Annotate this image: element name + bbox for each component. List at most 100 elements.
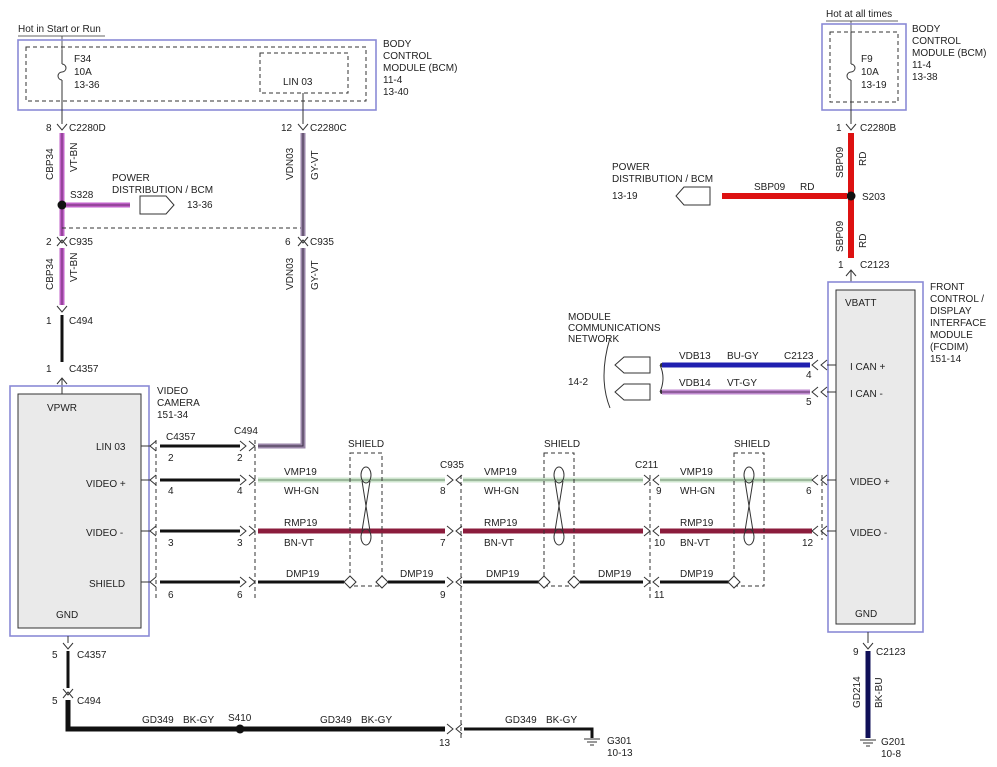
vdb13-color: BU-GY [727,351,759,362]
bcm-left-title-3: MODULE (BCM) [383,63,457,74]
c4357-pin-shield: 6 [168,590,174,601]
gnd-c2123-label: C2123 [876,647,906,658]
vdb14-color: VT-GY [727,378,757,389]
fuse-f9-rating: 10A [861,67,879,78]
c494-pin-vplus: 4 [237,486,243,497]
sbp09-circuit-h: SBP09 [754,182,786,193]
bcm-left-title-4: 11-4 [383,75,403,86]
gd349-circuit-b: GD349 [320,715,352,726]
c2280c-label: C2280C [310,123,347,134]
fuse-f34-name: F34 [74,54,92,65]
vmp19-circuit-b: VMP19 [484,467,517,478]
gnd-c4357-label: C4357 [77,650,107,661]
camera-pin-video-plus: VIDEO + [86,479,126,490]
bcm-left-title-5: 13-40 [383,87,409,98]
shield-label-3: SHIELD [734,439,770,450]
fuse-f9-ref: 13-19 [861,80,887,91]
c494-pin-lin: 2 [237,453,243,464]
c2280b-pin: 1 [836,123,842,134]
fcdim-vbatt: VBATT [845,298,876,309]
network-brace-icon [603,337,611,409]
vmp19-circuit-c: VMP19 [680,467,713,478]
sbp09-color-h: RD [800,182,814,193]
fcdim-pin-video-minus: VIDEO - [850,528,887,539]
bcm-left-title-1: BODY [383,39,412,50]
pd-left-line1: POWER [112,173,150,184]
camera-title-3: 151-34 [157,410,189,421]
gnd-c4357-pin: 5 [52,650,58,661]
network-label-1: MODULE [568,312,611,323]
c935-left-label: C935 [69,237,93,248]
connector-c2280d-icon [56,123,68,131]
bcm-right-title-1: BODY [912,24,941,35]
c935-left-pin: 2 [46,237,52,248]
fuse-f9-icon [846,32,856,124]
vmp19-circuit-a: VMP19 [284,467,317,478]
gnd-c2123-pin: 9 [853,647,859,658]
c211-pin-vminus: 10 [654,538,666,549]
splice-s203-icon [846,191,856,201]
fcdim-title-2: CONTROL / [930,294,984,305]
c935-lin-label: C935 [310,237,334,248]
ground-g301-ref: 10-13 [607,748,633,759]
vdb13-circuit: VDB13 [679,351,711,362]
cbp34-circuit-2: CBP34 [45,258,56,290]
c2280c-pin: 12 [281,123,293,134]
c4357-top-label: C4357 [69,364,99,375]
vdn03-circuit-2: VDN03 [285,257,296,290]
c2123-top-label: C2123 [860,260,890,271]
camera-title-2: CAMERA [157,398,200,409]
c2280b-label: C2280B [860,123,896,134]
bcm-right-block [821,23,907,111]
vmp19-color-b: WH-GN [484,486,519,497]
gd349-circuit-a: GD349 [142,715,174,726]
fcdim-pin-video-plus: VIDEO + [850,477,890,488]
c935-lin-pin: 6 [285,237,291,248]
ground-g201-ref: 10-8 [881,749,901,760]
shield-group-3 [727,452,765,589]
fuse-f34-ref: 13-36 [74,80,100,91]
harness-c494-label: C494 [234,426,258,437]
vdn03-color-1: GY-VT [310,150,321,180]
dmp19-circuit-b: DMP19 [400,569,434,580]
vmp19-color-a: WH-GN [284,486,319,497]
c2123-can-label: C2123 [784,351,814,362]
c4357-pin-vplus: 4 [168,486,174,497]
splice-s410-icon [235,724,245,734]
wire-gd349-a [65,700,445,732]
harness-c4357-label: C4357 [166,432,196,443]
bcm-right-title-4: 11-4 [912,60,932,71]
fcdim-pin-can-minus: I CAN - [850,389,883,400]
connector-c2123-gnd-icon [862,642,874,650]
lin-box [259,52,349,94]
shield-group-1 [343,452,389,589]
rmp19-circuit-a: RMP19 [284,518,318,529]
can-minus-connector-icon [614,383,651,401]
splice-s203-label: S203 [862,192,886,203]
dmp19-circuit-c: DMP19 [486,569,520,580]
camera-pin-lin: LIN 03 [96,442,126,453]
rmp19-color-c: BN-VT [680,538,710,549]
dmp19-circuit-d: DMP19 [598,569,632,580]
pd-left-line2: DISTRIBUTION / BCM [112,185,213,196]
c935-pin-vplus: 8 [440,486,446,497]
vmp19-color-c: WH-GN [680,486,715,497]
c2123-pin-vplus: 6 [806,486,812,497]
fcdim-gnd: GND [855,609,877,620]
sbp09-color-2: RD [858,234,869,248]
c494-top-pin: 1 [46,316,52,327]
camera-gnd: GND [56,610,78,621]
fuse-f9-name: F9 [861,54,873,65]
dmp19-circuit-a: DMP19 [286,569,320,580]
vdb14-circuit: VDB14 [679,378,711,389]
c494-top-label: C494 [69,316,93,327]
c2123-top-pin: 1 [838,260,844,271]
pd-right-line2: DISTRIBUTION / BCM [612,174,713,185]
gnd-c494-label: C494 [77,696,101,707]
sbp09-circuit-1: SBP09 [835,146,846,178]
fcdim-title-3: DISPLAY [930,306,972,317]
fuse-f34-rating: 10A [74,67,92,78]
camera-pin-shield: SHIELD [89,579,125,590]
cbp34-color-2: VT-BN [69,253,80,282]
c494-pin-shield: 6 [237,590,243,601]
